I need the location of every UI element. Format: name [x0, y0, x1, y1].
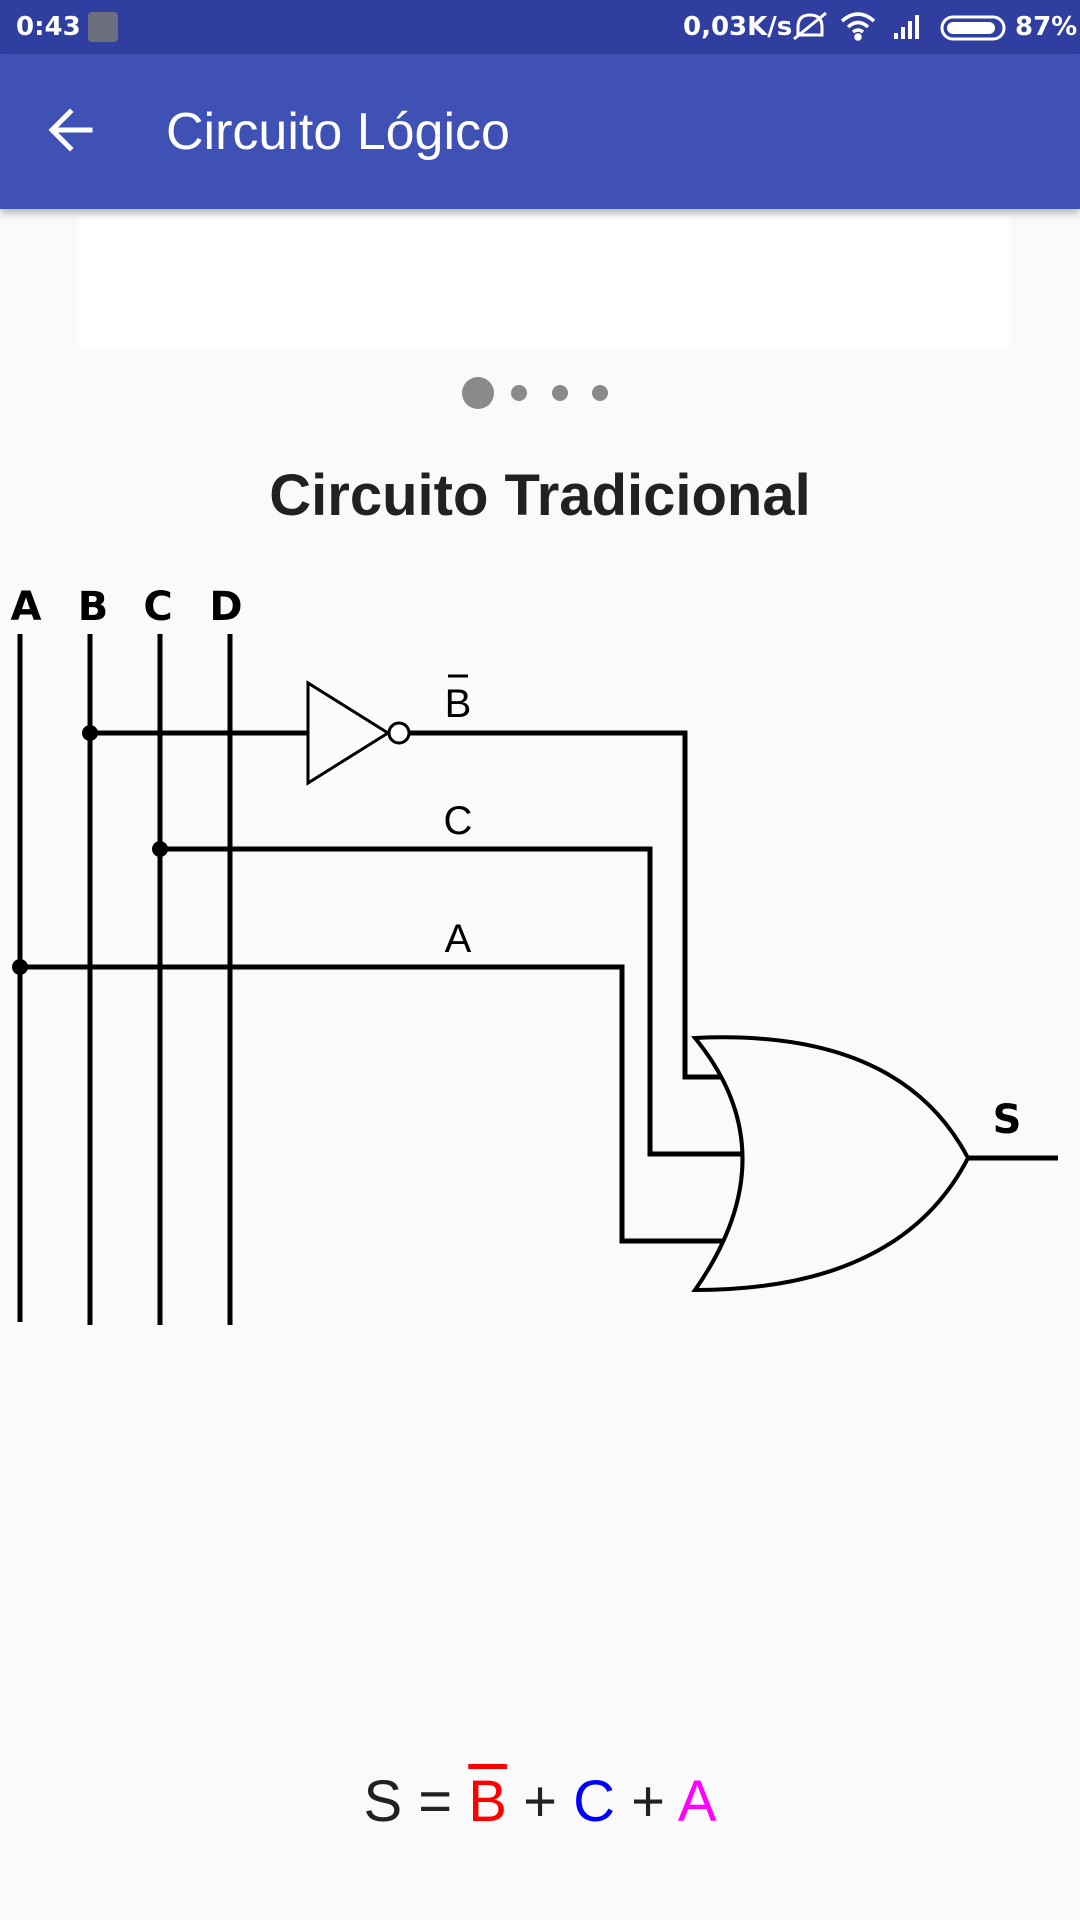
equation-plus-1: +	[523, 1769, 557, 1834]
wifi-icon	[840, 12, 876, 41]
pager-dot-4[interactable]	[592, 385, 608, 401]
battery-percent: 87%	[1015, 12, 1078, 42]
not-gate-bubble	[387, 721, 411, 745]
circuit-diagram: A B C D B C A S	[11, 584, 1058, 1325]
or-gate	[690, 1035, 971, 1293]
section-title: Circuito Tradicional	[269, 463, 811, 528]
not-gate	[306, 680, 391, 786]
status-icons	[793, 11, 1006, 41]
pager-dot-1[interactable]	[462, 377, 494, 409]
page-title: Circuito Lógico	[166, 103, 510, 161]
pager-dot-3[interactable]	[552, 385, 568, 401]
status-time: 0:43	[16, 12, 81, 42]
input-label-a: A	[11, 584, 42, 630]
equation-lhs: S	[363, 1769, 403, 1834]
network-speed: 0,03K/s	[683, 12, 793, 42]
junction-c	[152, 841, 168, 857]
input-label-b: B	[78, 584, 109, 630]
equation-term-c: C	[573, 1769, 615, 1834]
wire-not-b	[409, 730, 735, 1080]
wire-label-a: A	[445, 917, 472, 961]
wire-a	[20, 964, 735, 1244]
back-arrow-icon[interactable]	[40, 98, 104, 162]
equation-plus-2: +	[631, 1769, 665, 1834]
input-label-c: C	[143, 584, 172, 630]
status-bar: 0:43 0,03K/s 87%	[0, 0, 1080, 54]
battery-icon	[940, 15, 1006, 41]
junction-a	[12, 959, 28, 975]
wire-label-not-b: B	[445, 682, 472, 726]
junction-b	[82, 725, 98, 741]
screenshot-icon	[88, 12, 118, 42]
equation-equals: =	[418, 1769, 453, 1834]
signal-icon	[894, 15, 919, 39]
equation-term-a: A	[677, 1769, 717, 1834]
pager-indicator	[0, 374, 1080, 414]
output-label: S	[993, 1097, 1022, 1143]
pager-dot-2[interactable]	[511, 385, 527, 401]
wire-label-c: C	[444, 799, 473, 843]
mute-icon	[793, 11, 827, 41]
input-label-d: D	[209, 584, 242, 630]
app-bar: Circuito Lógico	[0, 54, 1080, 209]
equation-term-not-b: B	[468, 1769, 507, 1834]
banner-area	[79, 216, 1009, 350]
boolean-equation: S = B + C + A	[0, 1768, 1080, 1835]
wire-c	[160, 846, 760, 1157]
